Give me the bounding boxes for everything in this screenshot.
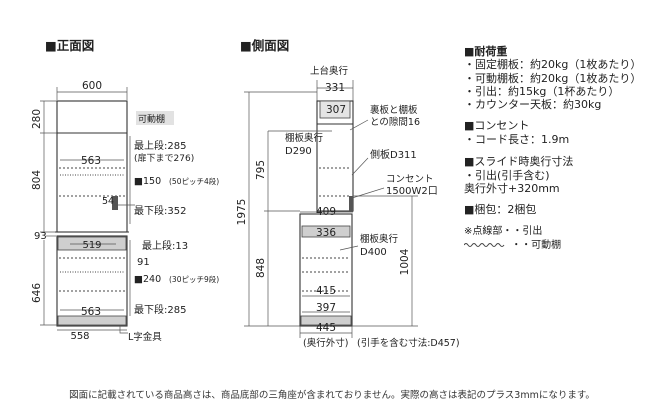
spec-panel: ■耐荷重 ・固定棚板：約20kg（1枚あたり） ・可動棚板：約20kg（1枚あた… <box>463 45 660 253</box>
pitch-lower-note: (30ピッチ9段) <box>169 274 219 284</box>
dim-307: 307 <box>326 104 346 116</box>
shelf-depth-d290: D290 <box>285 146 312 157</box>
handle-54 <box>112 196 118 210</box>
lower-bottom-shelf: 最下段:285 <box>134 303 186 316</box>
dim-563-lower: 563 <box>81 306 101 318</box>
dim-445: 445 <box>316 322 336 334</box>
dim-804: 804 <box>31 170 43 190</box>
label-top-depth: 上台奥行 <box>310 65 349 77</box>
lower-cabinet <box>56 235 128 327</box>
gap-label-2: との隙間16 <box>370 116 420 128</box>
outlet-icon <box>349 196 353 211</box>
pull-note: (引手を含む寸法:D457) <box>357 337 460 349</box>
dim-415: 415 <box>316 285 336 297</box>
load-item: ・固定棚板：約20kg（1枚あたり） <box>464 58 642 72</box>
front-view: ■正面図 600 280 804 54 563 可動棚 93 <box>31 38 219 343</box>
dim-280: 280 <box>31 109 43 129</box>
dim-91: 91 <box>137 257 150 268</box>
upper-top-note: (扉下まで276) <box>134 152 194 164</box>
front-view-title: ■正面図 <box>45 38 94 53</box>
dim-54: 54 <box>102 196 114 207</box>
label-movable-shelf: 可動棚 <box>138 113 165 125</box>
side-view: ■側面図 上台奥行 331 307 裏板と棚板 との隙間16 棚板奥行 D290… <box>236 38 460 349</box>
dim-331: 331 <box>325 82 345 94</box>
load-item: ・引出：約15kg（1杯あたり） <box>464 84 620 98</box>
lower-top-shelf: 最上段:13 <box>142 239 188 252</box>
l-bracket-icon <box>119 326 128 334</box>
slide-title: ■スライド時奥行寸法 <box>464 154 574 168</box>
drawer-panel <box>57 236 127 251</box>
upper-bottom-shelf: 最下段:352 <box>134 204 186 217</box>
lower-shelf-depth-d400: D400 <box>360 247 387 258</box>
label-shelf-depth: 棚板奥行 <box>285 132 324 144</box>
dim-409: 409 <box>316 206 336 218</box>
pack-info: ■梱包：2梱包 <box>464 203 537 217</box>
outlet-spec: 1500W2口 <box>386 186 438 197</box>
dim-1004: 1004 <box>399 248 411 275</box>
dim-848: 848 <box>255 258 267 278</box>
dim-563-upper: 563 <box>81 155 101 167</box>
side-view-title: ■側面図 <box>240 38 289 53</box>
slide-item: ・引出(引手含む) <box>464 168 550 182</box>
movable-shelf-label-bg <box>136 111 174 125</box>
label-outlet: コンセント <box>386 174 434 185</box>
dim-646: 646 <box>31 283 43 303</box>
label-l-bracket: L字金具 <box>128 331 162 343</box>
dim-558: 558 <box>70 331 89 342</box>
gap-label-1: 裏板と棚板 <box>370 104 418 116</box>
outlet-item: ・コード長さ：1.9m <box>464 133 570 147</box>
legend-movable: ・・可動棚 <box>511 240 562 252</box>
legend-drawer: ※点線部・・引出 <box>464 226 543 238</box>
pitch-lower: ■240 <box>134 274 161 285</box>
load-title: ■耐荷重 <box>464 45 508 58</box>
dim-600: 600 <box>82 80 102 92</box>
dim-336: 336 <box>316 227 336 239</box>
load-item: ・可動棚板：約20kg（1枚あたり） <box>464 71 642 85</box>
slide-item: 奥行外寸+320mm <box>464 182 560 196</box>
dim-397: 397 <box>316 302 336 314</box>
wavy-line-icon <box>463 243 505 248</box>
upper-top-shelf: 最上段:285 <box>134 139 186 152</box>
footnote: 図面に記載されている商品高さは、商品底部の三角座が含まれておりません。実際の高さ… <box>69 390 595 401</box>
dim-795: 795 <box>255 160 267 180</box>
dim-519: 519 <box>82 240 101 251</box>
pitch-upper: ■150 <box>134 176 161 187</box>
label-lower-shelf-depth: 棚板奥行 <box>360 233 399 245</box>
outlet-title: ■コンセント <box>464 119 530 133</box>
pitch-upper-note: (50ピッチ4段) <box>169 176 219 186</box>
load-item: ・カウンター天板：約30kg <box>464 98 602 112</box>
dim-1975: 1975 <box>236 199 248 226</box>
dim-93: 93 <box>34 231 47 242</box>
side-lower-unit <box>299 213 353 327</box>
legend-movable-row: ・・可動棚 <box>463 239 660 252</box>
depth-note: (奥行外寸) <box>303 337 348 349</box>
side-panel-d311: 側板D311 <box>370 148 417 161</box>
